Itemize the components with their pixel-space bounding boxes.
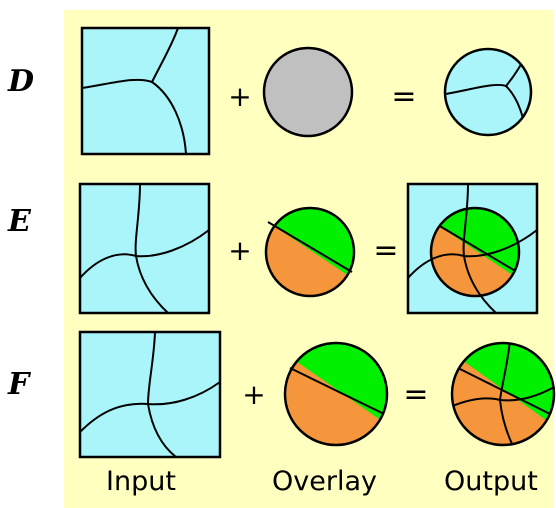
row-e-input (78, 182, 211, 315)
column-label-output: Output (444, 466, 538, 497)
plus-sign-d: + (228, 80, 251, 113)
row-label-d: D (8, 64, 35, 99)
equals-sign-d: = (391, 79, 416, 114)
row-f-overlay (283, 341, 389, 447)
row-label-e: E (8, 204, 31, 239)
row-d-overlay (262, 46, 354, 138)
row-label-f: F (8, 367, 30, 402)
column-label-input: Input (106, 466, 176, 497)
row-f-output (450, 341, 556, 447)
plus-sign-e: + (228, 234, 251, 267)
plus-sign-f: + (242, 378, 265, 411)
column-label-overlay: Overlay (272, 466, 377, 497)
row-d-output (443, 47, 533, 137)
row-f-input (78, 330, 222, 459)
equals-sign-f: = (403, 377, 428, 412)
row-e-overlay (264, 206, 356, 298)
row-e-output (406, 182, 539, 315)
row-d-input (80, 26, 211, 156)
equals-sign-e: = (373, 233, 398, 268)
